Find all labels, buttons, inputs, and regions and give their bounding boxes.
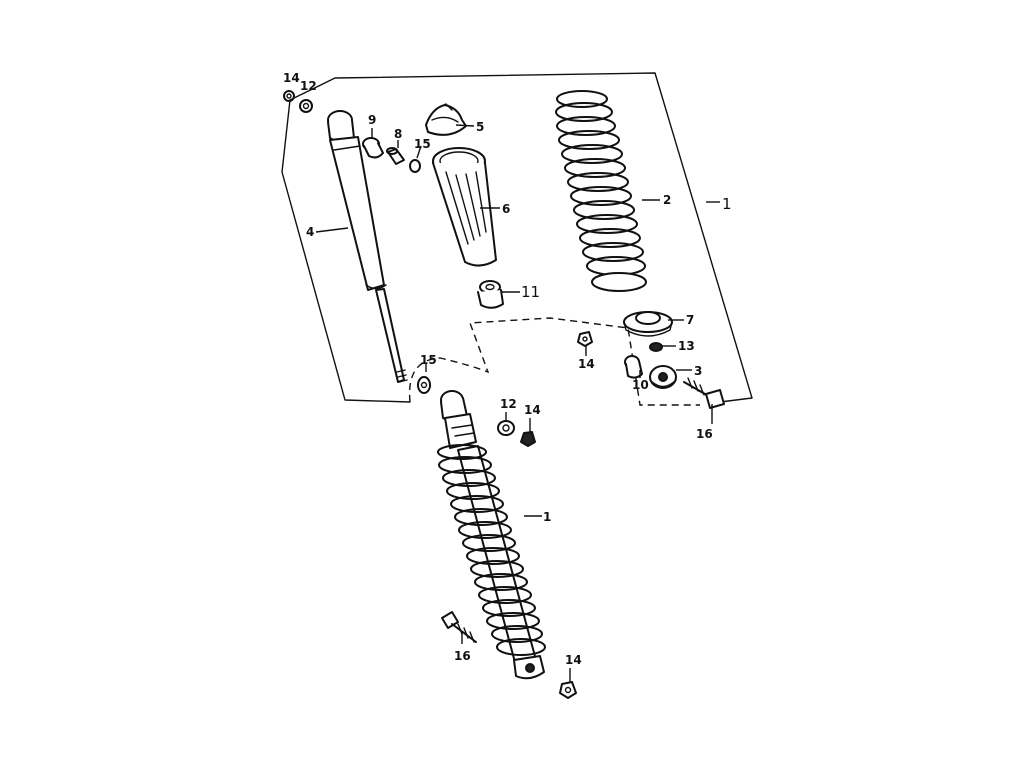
ring-upper-part xyxy=(409,159,421,173)
damper-part xyxy=(327,110,408,383)
ring-lower-part xyxy=(417,376,431,394)
bump-stop-part xyxy=(477,280,504,309)
spring-seat-part xyxy=(623,311,673,337)
callout-nut-small: 10 xyxy=(632,378,649,392)
callout-ring-lower: 15 xyxy=(420,353,437,367)
callout-upper-cap: 5 xyxy=(476,120,484,134)
bushing-part xyxy=(362,137,384,159)
nut-mid-part xyxy=(520,431,536,447)
callout-bolt-right: 16 xyxy=(696,427,713,441)
callout-bolt-left: 16 xyxy=(454,649,471,663)
callout-washer-mid: 12 xyxy=(500,397,517,411)
spring-part xyxy=(555,90,647,292)
callout-nut-top: 14 xyxy=(283,71,300,85)
callout-assembly-top: 1 xyxy=(722,195,732,213)
assembly-outline xyxy=(281,72,753,406)
callout-bump-stop: 11 xyxy=(521,283,540,301)
nut-clip-part xyxy=(577,331,593,347)
callout-clip: 13 xyxy=(678,339,695,353)
callout-damper: 4 xyxy=(306,225,314,239)
washer-top-left-part xyxy=(299,99,313,113)
callout-bushing: 9 xyxy=(368,113,376,127)
callout-joint: 3 xyxy=(694,364,702,378)
shock-absorber-assembly xyxy=(437,390,546,680)
cover-tube-part xyxy=(432,147,497,267)
leader-lines xyxy=(315,124,720,682)
callout-washer-top: 12 xyxy=(300,79,317,93)
callout-cover-tube: 6 xyxy=(502,202,510,216)
callout-nut-clip: 14 xyxy=(578,357,595,371)
washer-mid-part xyxy=(497,420,515,436)
nut-top-left-part xyxy=(283,90,295,102)
callout-spring-seat: 7 xyxy=(686,313,694,327)
collar-part xyxy=(386,147,405,165)
upper-cap-part xyxy=(425,103,467,136)
callout-nut-bottom: 14 xyxy=(565,653,582,667)
clip-part xyxy=(649,342,663,352)
joint-part xyxy=(649,365,677,389)
callout-spring: 2 xyxy=(663,193,671,207)
callout-assembly-bottom: 1 xyxy=(543,510,551,524)
callout-labels: 1 2 4 5 6 11 7 13 3 16 14 9 8 15 14 12 1… xyxy=(283,71,732,667)
nut-bottom-part xyxy=(559,681,577,699)
callout-nut-mid: 14 xyxy=(524,403,541,417)
callout-ring-upper: 15 xyxy=(414,137,431,151)
nut-small-part xyxy=(624,355,643,379)
callout-collar: 8 xyxy=(394,127,402,141)
bolt-right-part xyxy=(683,377,725,409)
bolt-left-part xyxy=(441,611,477,643)
